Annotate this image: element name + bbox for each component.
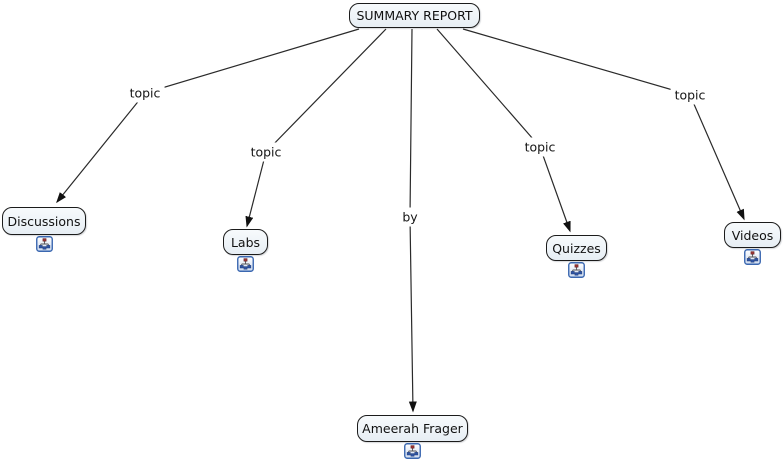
node-label: Ameerah Frager: [362, 421, 463, 436]
node-label: Videos: [731, 227, 774, 243]
edge-line-summary-to-videos: [462, 28, 745, 221]
edge-label-summary-to-discussions[interactable]: topic: [125, 83, 165, 103]
resource-concept-map-icon[interactable]: [568, 262, 585, 278]
edge-label-summary-to-ameerah[interactable]: by: [398, 207, 422, 227]
node-discussions[interactable]: Discussions: [2, 207, 86, 235]
node-label: Labs: [230, 234, 261, 250]
resource-concept-map-icon[interactable]: [237, 256, 254, 272]
resource-concept-map-icon[interactable]: [744, 249, 761, 265]
edge-line-summary-to-labs: [245, 28, 387, 228]
edge-label-summary-to-quizzes[interactable]: topic: [520, 137, 560, 157]
node-label: Discussions: [7, 213, 81, 229]
node-quizzes[interactable]: Quizzes: [546, 235, 607, 261]
edge-line-summary-to-discussions: [56, 28, 360, 204]
resource-concept-map-icon[interactable]: [404, 443, 421, 459]
edge-label-summary-to-videos[interactable]: topic: [670, 85, 710, 105]
node-ameerah-frager[interactable]: Ameerah Frager: [357, 415, 468, 442]
node-summary-report[interactable]: SUMMARY REPORT: [349, 3, 480, 28]
node-label: Quizzes: [552, 240, 601, 256]
edge-line-summary-to-quizzes: [436, 28, 571, 233]
edge-label-summary-to-labs[interactable]: topic: [246, 142, 286, 162]
resource-concept-map-icon[interactable]: [35, 236, 53, 252]
node-videos[interactable]: Videos: [724, 222, 781, 248]
node-label: SUMMARY REPORT: [356, 8, 473, 23]
node-labs[interactable]: Labs: [223, 229, 268, 255]
